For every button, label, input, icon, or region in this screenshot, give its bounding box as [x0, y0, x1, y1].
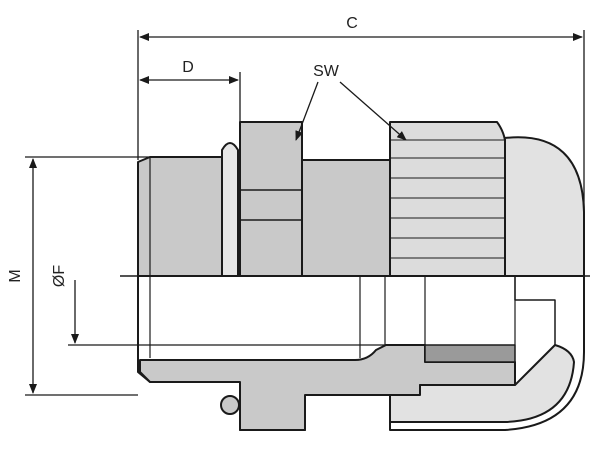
seal-profile: [514, 276, 556, 386]
dimension-lines: [25, 30, 585, 396]
sw-leader-dome: [339, 81, 407, 141]
dome-nut: [389, 121, 506, 277]
sealing-ring: [221, 142, 239, 277]
dimension-label-d: D: [182, 59, 194, 76]
clamp-insert: [424, 344, 516, 363]
sw-leader-hex: [295, 81, 319, 141]
lower-section-view: [137, 275, 585, 431]
dimension-label-f: ØF: [51, 265, 68, 287]
upper-exterior-view: [137, 121, 585, 277]
body-neck: [301, 159, 391, 277]
dome-seal-upper: [504, 136, 585, 277]
sealing-ring-section: [220, 395, 240, 415]
dome-nut-ribs: [390, 139, 505, 259]
dimension-label-sw: SW: [313, 63, 340, 80]
body-hex: [239, 121, 303, 277]
dimension-label-c: C: [346, 15, 358, 32]
dimension-label-m: M: [7, 269, 24, 282]
